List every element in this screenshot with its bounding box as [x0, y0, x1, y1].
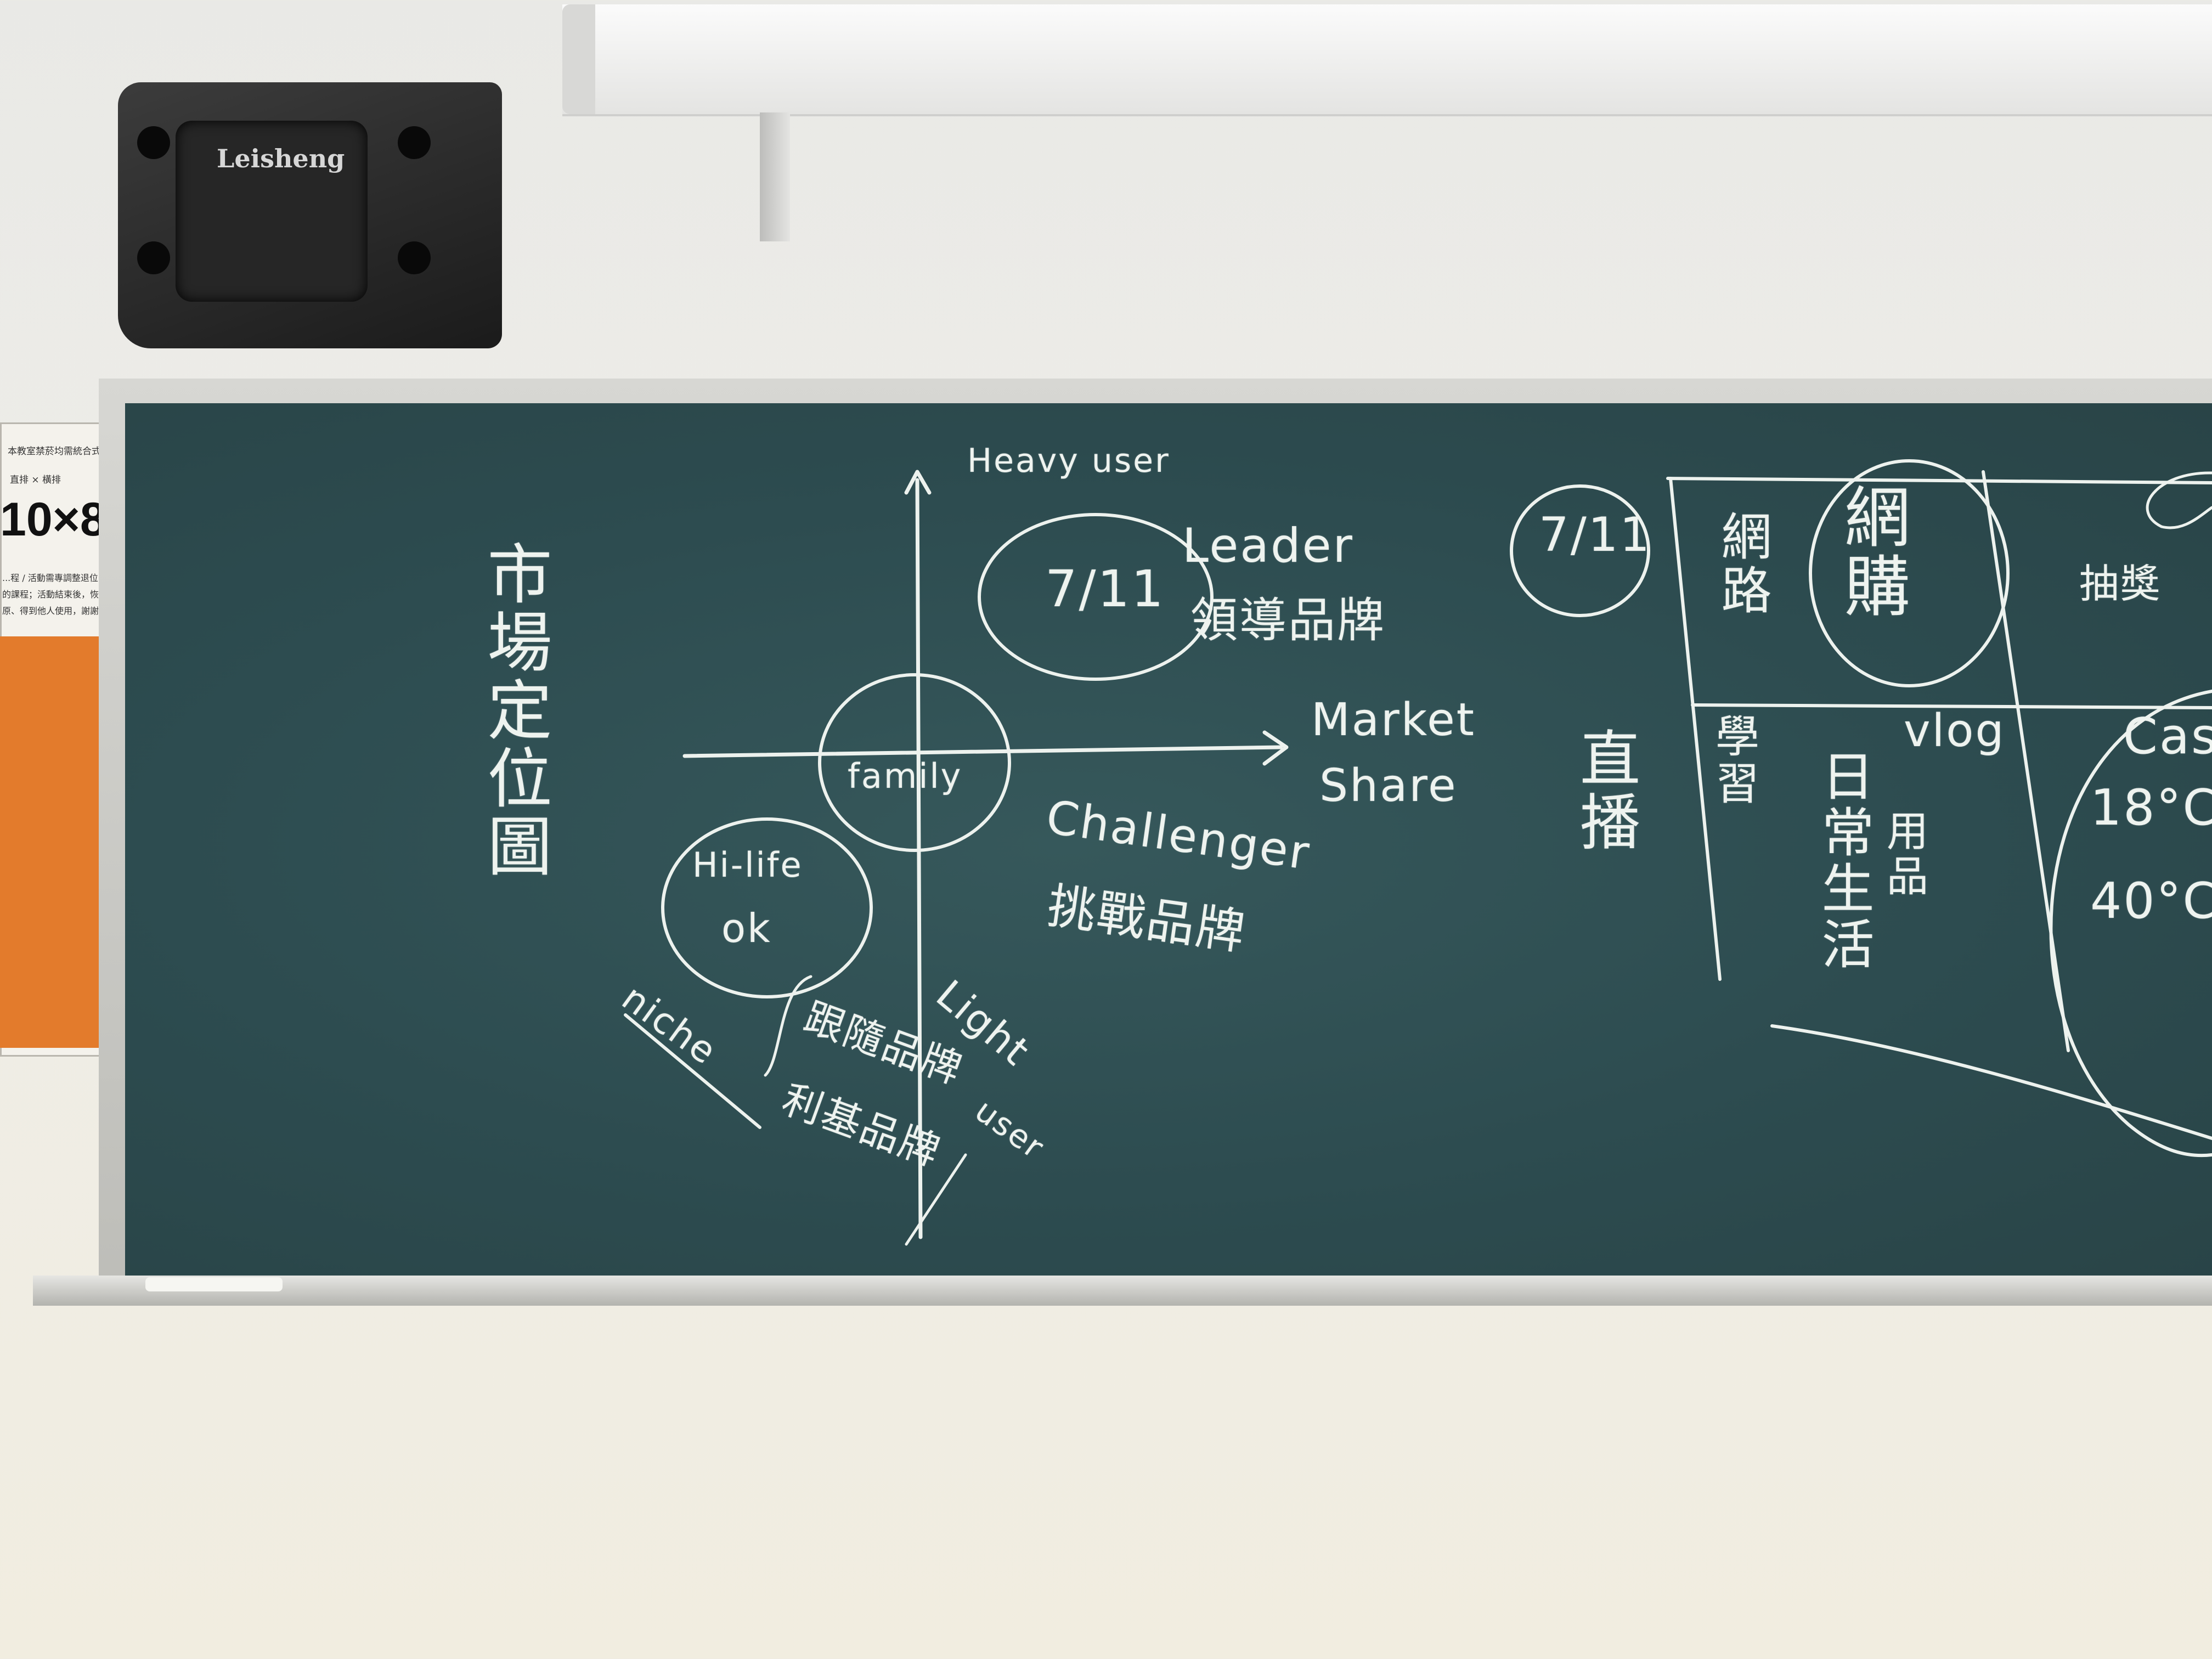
speaker-brand-label: Leisheng — [217, 144, 345, 173]
ok-label: ok — [721, 905, 772, 951]
case-circle-arc — [2049, 690, 2212, 1158]
ceiling-light-fixture — [562, 4, 2212, 116]
temperature-label: 18°C — [2090, 779, 2212, 837]
poster-headline: 10×8 — [0, 493, 106, 546]
table-cell-label: 網購 — [1833, 483, 1909, 621]
poster-heading: 本教室禁菸均需統合式為 — [8, 446, 110, 457]
right-date-circle — [1510, 484, 1650, 617]
light-fixture-end-cap — [562, 4, 595, 114]
comparison-table — [1666, 470, 2212, 1140]
leader-brand-label: 領導品牌 — [1190, 593, 1386, 648]
niche-brace — [764, 975, 812, 1077]
chalk-tray — [33, 1276, 2212, 1306]
leader-label: Leader — [1182, 518, 1354, 573]
chalkboard — [125, 403, 2212, 1286]
speaker-mount-hole — [137, 241, 170, 274]
case-label: Case — [2123, 708, 2212, 765]
right-top-circle — [1809, 459, 2010, 687]
map-title-vertical: 市場定位圖 — [476, 540, 552, 881]
poster-subheading: 直排 × 橫排 — [10, 475, 61, 486]
speaker-mount-hole — [398, 126, 431, 159]
speaker-front-panel — [176, 121, 368, 302]
table-cell-label: 網路 — [1713, 510, 1771, 618]
poster-orange-panel — [0, 636, 114, 1048]
hilife-circle — [661, 817, 873, 998]
family-label: family — [848, 756, 963, 796]
vlog-label: vlog — [1904, 705, 2006, 757]
chalk-stick — [145, 1277, 283, 1291]
speaker-mount-hole — [398, 241, 431, 274]
heavy-user-label: Heavy user — [967, 442, 1170, 480]
right-date-label: 7/11 — [1539, 507, 1652, 562]
table-cell-label: 學習 — [1708, 713, 1759, 808]
vertical-axis-arrow — [904, 470, 932, 1239]
table-cell-label: 日常生活 — [1813, 749, 1874, 973]
leader-circle — [978, 513, 1214, 681]
market-label: Market — [1311, 694, 1476, 746]
poster-text-line: ...程 / 活動需專調整退位， — [2, 573, 107, 583]
strike-line — [905, 1153, 967, 1246]
speaker-mount-hole — [137, 126, 170, 159]
poster-text-line: 原、得到他人使用，謝謝！ — [2, 606, 108, 616]
leader-date-label: 7/11 — [1045, 560, 1165, 618]
temperature-label: 40°C — [2090, 872, 2212, 930]
family-circle — [818, 673, 1011, 852]
table-cell-label: 直播 — [1570, 727, 1640, 854]
edge-circle-arc — [2146, 471, 2212, 529]
poster-text-line: 的課程；活動結束後，恢復 — [2, 589, 108, 600]
table-cell-label: 用品 — [1880, 809, 1928, 899]
light-mount-bracket — [760, 112, 790, 241]
edge-label: 抽獎 — [2079, 561, 2162, 607]
niche-underline — [624, 1013, 761, 1129]
horizontal-axis-arrow — [682, 730, 1289, 766]
share-label: Share — [1319, 760, 1458, 812]
hilife-label: Hi-life — [692, 845, 803, 885]
